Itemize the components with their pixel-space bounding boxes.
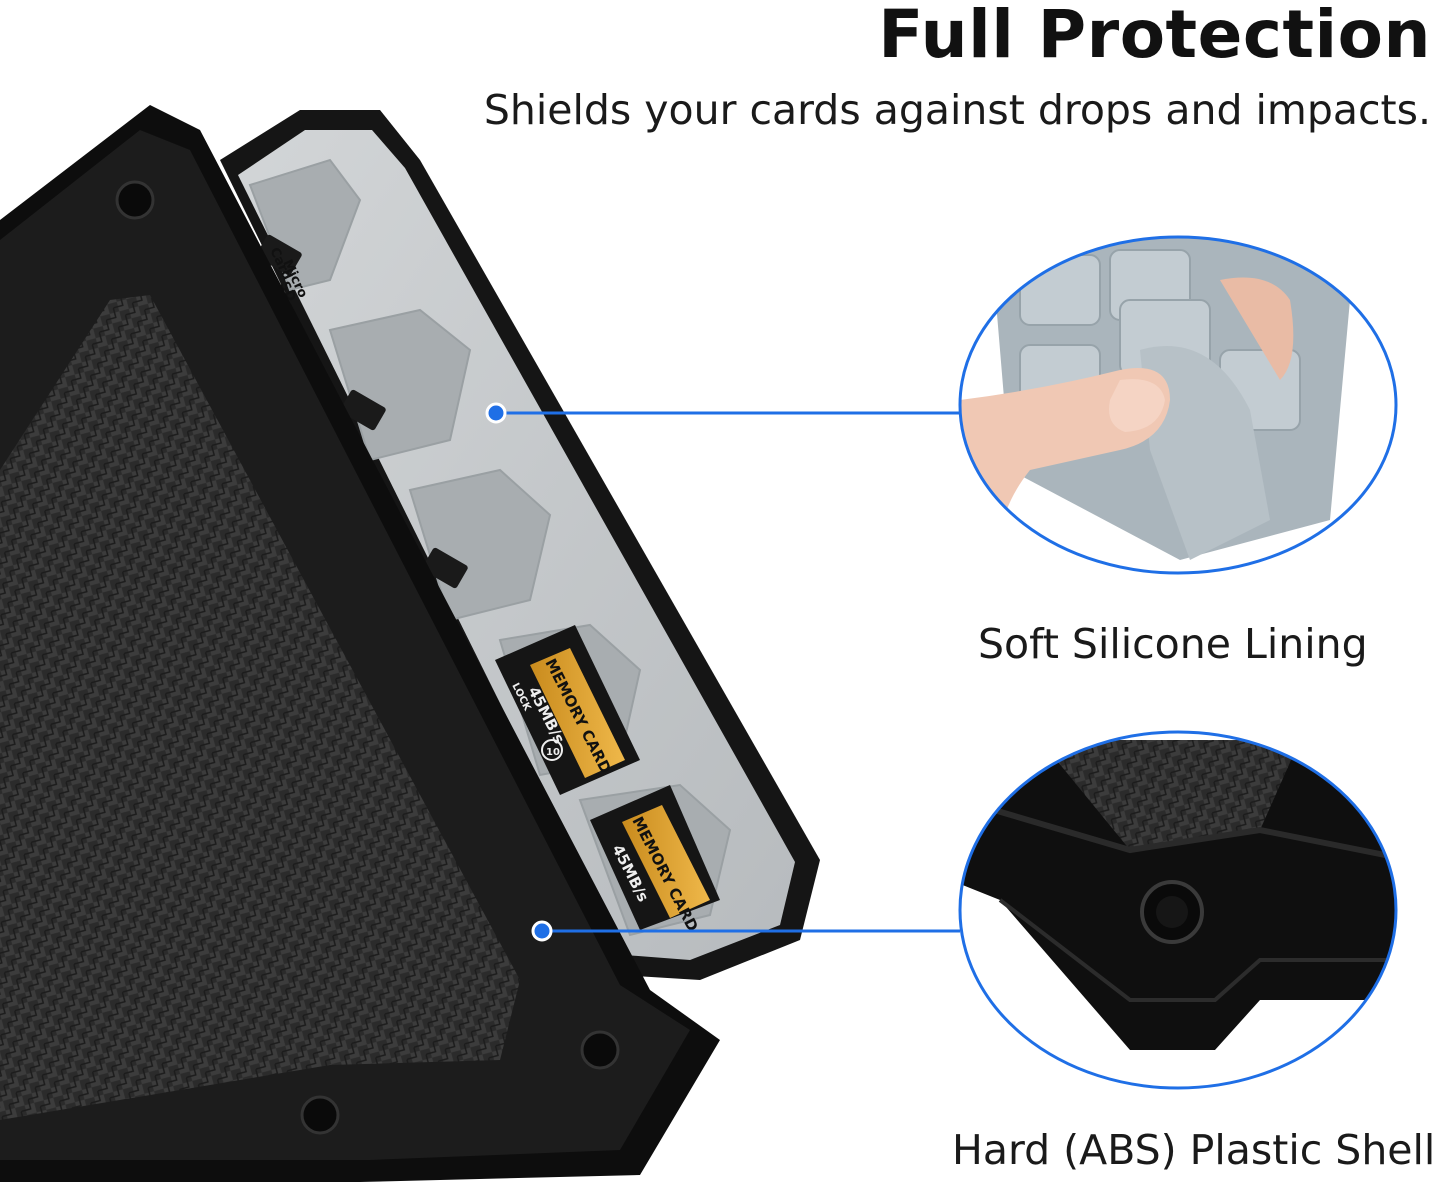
callout-label-lining: Soft Silicone Lining bbox=[978, 620, 1368, 668]
callout-lining bbox=[485, 402, 960, 424]
memory-card-1: MEMORY CARD 45MB/s 10 bbox=[495, 625, 640, 795]
callout-shell bbox=[531, 920, 960, 942]
case-lid bbox=[0, 105, 720, 1182]
page-title: Full Protection bbox=[878, 0, 1431, 73]
shell-closeup bbox=[958, 730, 1398, 1090]
lining-closeup bbox=[958, 235, 1398, 575]
memory-card-class: 10 bbox=[546, 747, 560, 758]
case-tray: Card Micro SD MEMORY CARD 45MB/s 10 MEMO… bbox=[220, 110, 820, 980]
page-subtitle: Shields your cards against drops and imp… bbox=[483, 86, 1431, 134]
callout-label-shell: Hard (ABS) Plastic Shell bbox=[952, 1126, 1436, 1174]
